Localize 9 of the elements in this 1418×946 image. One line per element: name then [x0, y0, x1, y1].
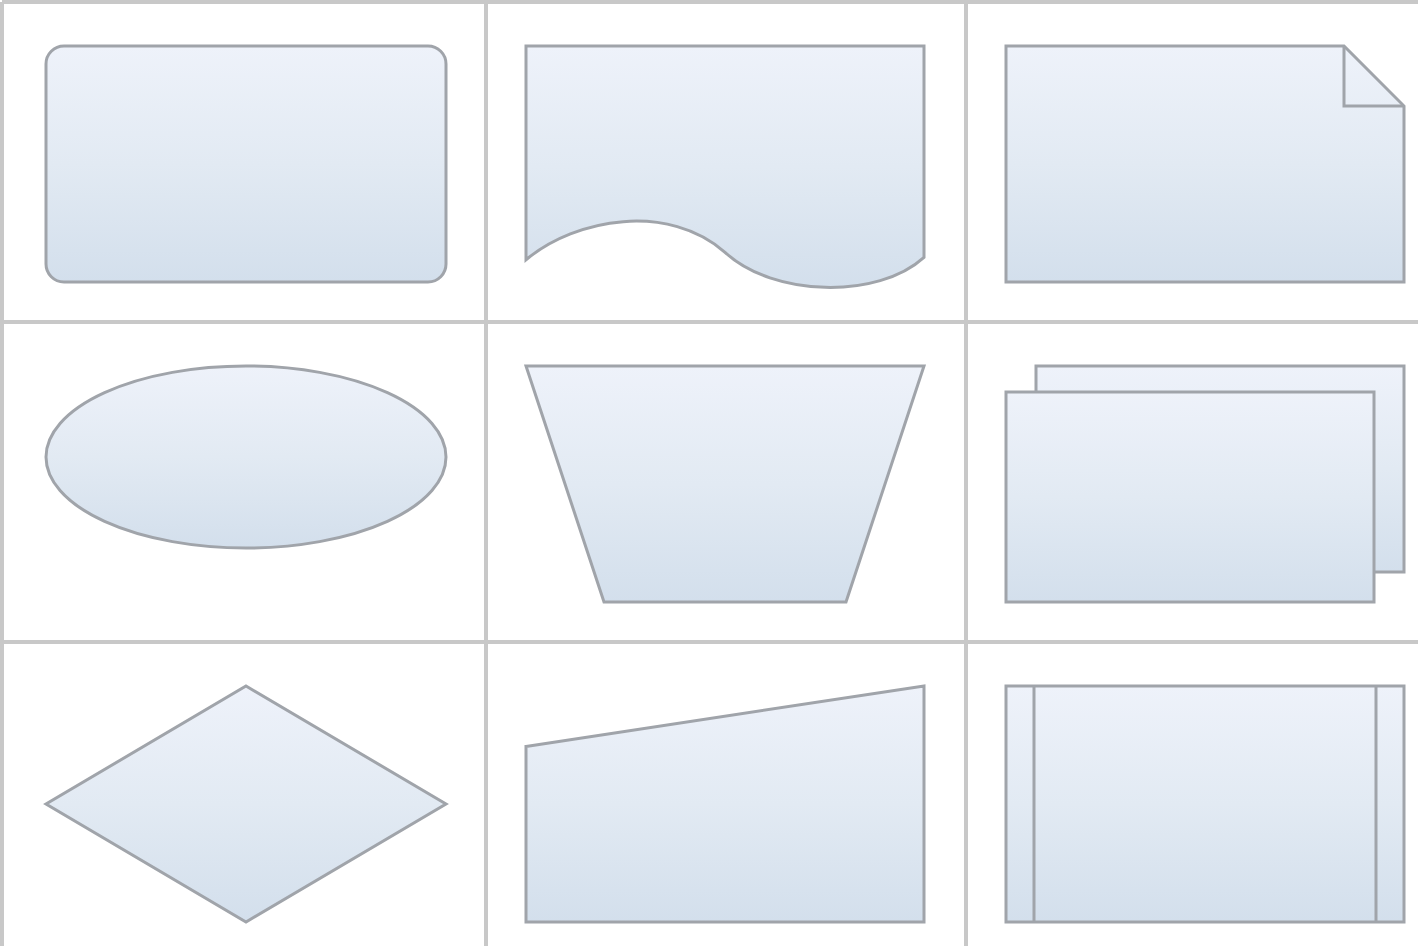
diamond-shape: [44, 684, 448, 924]
document-shape: [524, 44, 926, 292]
process-shape: [1004, 684, 1406, 924]
folded-page-shape: [1004, 44, 1406, 284]
trapezoid-shape: [524, 364, 926, 604]
stacked-pages-shape: [1004, 364, 1406, 604]
ellipse-shape: [44, 364, 448, 550]
rounded-rectangle-shape: [44, 44, 448, 284]
slanted-top-shape: [524, 684, 926, 924]
